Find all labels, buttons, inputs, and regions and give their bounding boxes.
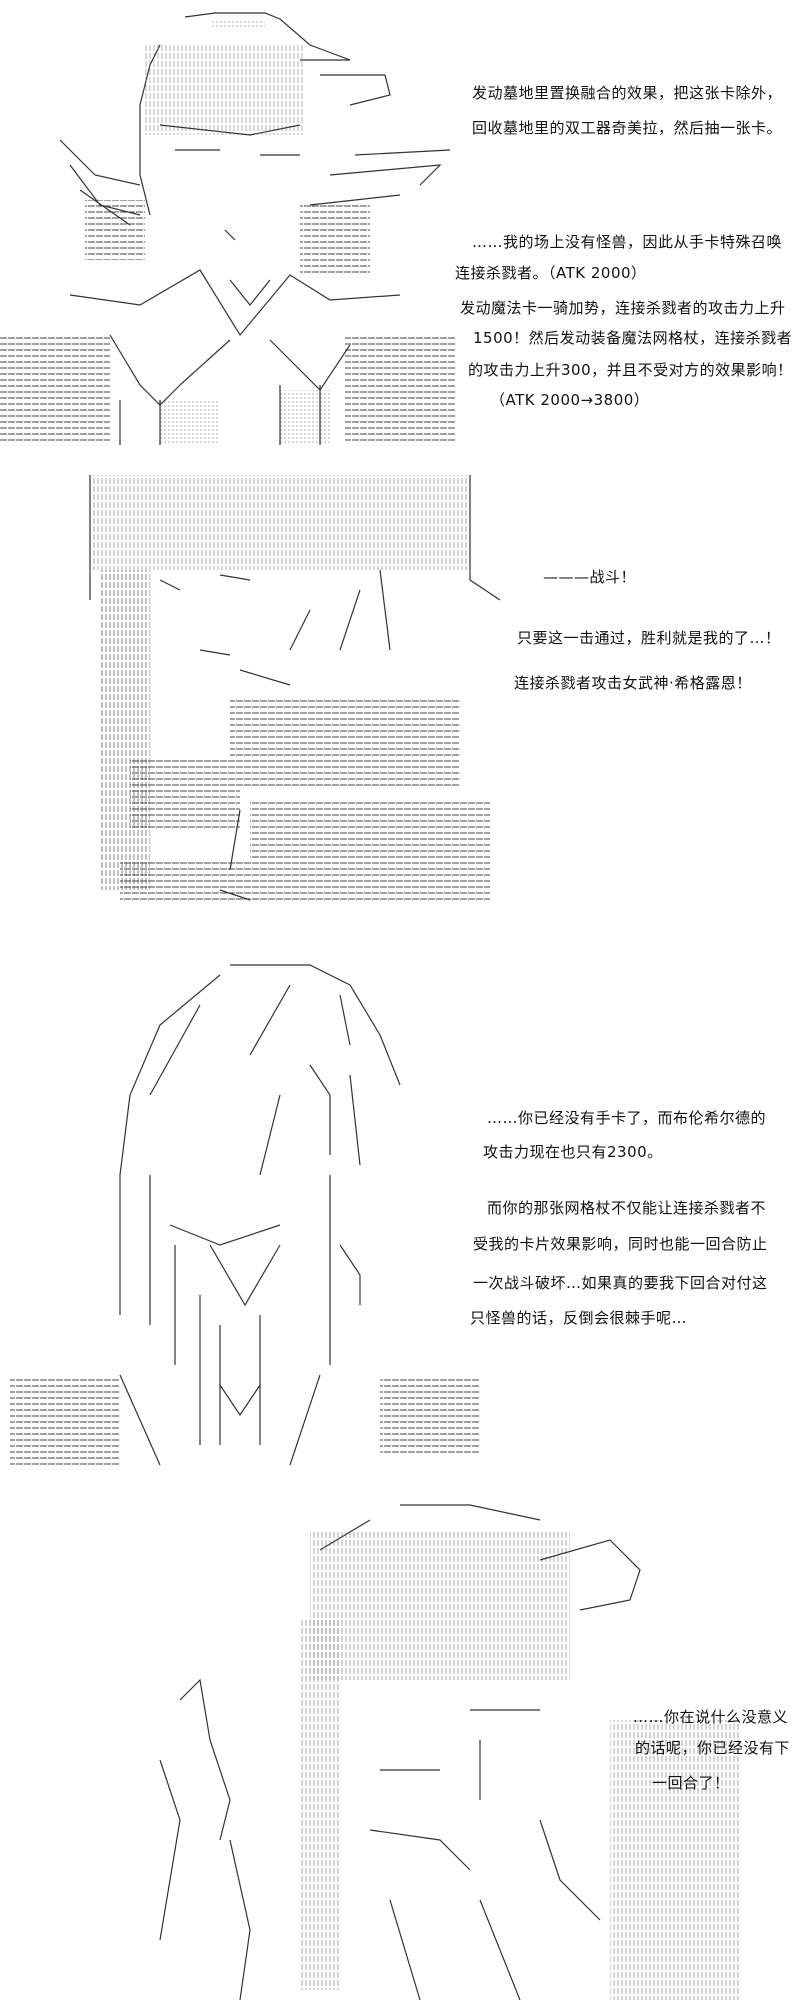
dialogue-line: 只怪兽的话，反倒会很棘手呢…	[470, 1309, 688, 1327]
dialogue-line: 发动魔法卡一骑加势，连接杀戮者的攻击力上升	[460, 299, 786, 317]
dialogue-line: 连接杀戮者。（ATK 2000）	[455, 264, 647, 282]
ascii-art-character-4	[159, 1504, 740, 2000]
dialogue-line: 受我的卡片效果影响，同时也能一回合防止	[473, 1235, 768, 1253]
atk-change: （ATK 2000→3800）	[490, 391, 650, 409]
dialogue-line: 连接杀戮者攻击女武神·希格露恩！	[514, 674, 752, 692]
panel-1: 发动墓地里置换融合的效果，把这张卡除外， 回收墓地里的双工器奇美拉，然后抽一张卡…	[0, 0, 800, 460]
narration-line: 回收墓地里的双工器奇美拉，然后抽一张卡。	[472, 119, 783, 137]
dialogue-line: 一次战斗破坏…如果真的要我下回合对付这	[473, 1274, 768, 1292]
narration-line: 发动墓地里置换融合的效果，把这张卡除外，	[472, 84, 783, 102]
dialogue-line: ……你已经没有手卡了，而布伦希尔德的	[487, 1109, 767, 1127]
dialogue-line: 而你的那张网格杖不仅能让连接杀戮者不	[487, 1199, 767, 1217]
dialogue-line: 攻击力现在也只有2300。	[483, 1143, 663, 1161]
dialogue-line: 1500！然后发动装备魔法网格杖，连接杀戮者	[473, 329, 793, 347]
panel-4: ……你在说什么没意义 的话呢，你已经没有下 一回合了！	[0, 1495, 800, 2000]
panel-3: ……你已经没有手卡了，而布伦希尔德的 攻击力现在也只有2300。 而你的那张网格…	[0, 940, 800, 1480]
ascii-art-character-1	[0, 12, 455, 445]
ascii-art-character-2	[89, 475, 501, 901]
dialogue-line: ……我的场上没有怪兽，因此从手卡特殊召唤	[472, 233, 783, 251]
dialogue-line: 一回合了！	[652, 1774, 730, 1792]
dialogue-line: ……你在说什么没意义	[633, 1708, 789, 1726]
panel-2: ———战斗！ 只要这一击通过，胜利就是我的了…！ 连接杀戮者攻击女武神·希格露恩…	[0, 465, 800, 915]
ascii-art-character-3	[10, 964, 480, 1466]
dialogue-line: 的话呢，你已经没有下	[635, 1739, 791, 1757]
dialogue-line: ———战斗！	[543, 568, 637, 586]
dialogue-line: 的攻击力上升300，并且不受对方的效果影响！	[468, 361, 793, 379]
dialogue-line: 只要这一击通过，胜利就是我的了…！	[517, 629, 781, 647]
